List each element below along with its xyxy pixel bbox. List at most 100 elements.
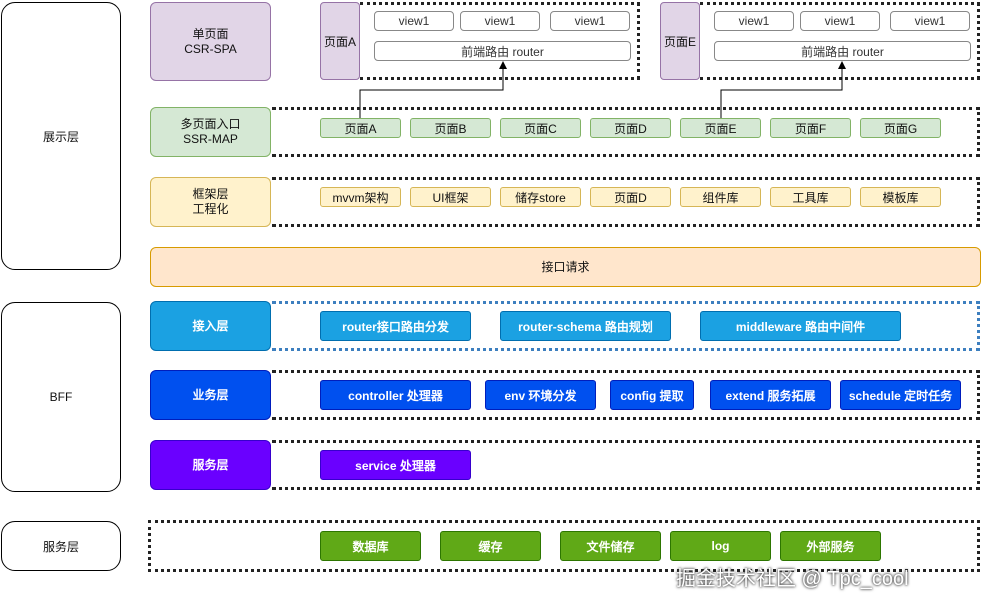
mpa-frame bbox=[272, 107, 980, 157]
access-chip: router接口路由分发 bbox=[320, 311, 471, 341]
framework-chip: 页面D bbox=[590, 187, 671, 207]
mpa-chip: 页面C bbox=[500, 118, 581, 138]
bottom-chip-label: 外部服务 bbox=[806, 539, 855, 554]
bottom-chip-label: log bbox=[711, 539, 730, 553]
business-chip: config 提取 bbox=[610, 380, 694, 410]
api-request-label: 接口请求 bbox=[541, 259, 590, 274]
service-chip-label: service 处理器 bbox=[355, 458, 436, 473]
watermark: 掘金技术社区 @ Tpc_cool bbox=[676, 562, 981, 592]
view-label: view1 bbox=[484, 14, 516, 28]
mpa-chip: 页面E bbox=[680, 118, 761, 138]
access-layer-title: 接入层 bbox=[192, 318, 229, 333]
business-chip-label: extend 服务拓展 bbox=[725, 388, 816, 403]
mpa-chip: 页面A bbox=[320, 118, 401, 138]
bottom-chip-label: 数据库 bbox=[352, 539, 389, 554]
spa-page-e-label: 页面E bbox=[663, 34, 696, 49]
business-frame bbox=[272, 370, 980, 420]
mpa-chip: 页面D bbox=[590, 118, 671, 138]
framework-chip-label: 储存store bbox=[515, 190, 566, 205]
spa-page-a-label: 页面A bbox=[323, 34, 356, 49]
service-chip: service 处理器 bbox=[320, 450, 471, 480]
bottom-frame bbox=[148, 520, 980, 572]
bottom-chip: 缓存 bbox=[440, 531, 541, 561]
view-label: view1 bbox=[914, 14, 946, 28]
access-chip-label: middleware 路由中间件 bbox=[735, 319, 866, 334]
mpa-chip-label: 页面B bbox=[434, 121, 467, 136]
business-layer-title: 业务层 bbox=[192, 387, 229, 402]
service-frame bbox=[272, 440, 980, 490]
framework-chip-label: 工具库 bbox=[792, 190, 829, 205]
view-label: view1 bbox=[574, 14, 606, 28]
mpa-chip-label: 页面E bbox=[704, 121, 737, 136]
mpa-chip-label: 页面G bbox=[883, 121, 918, 136]
service-layer-label: 服务层 bbox=[150, 440, 271, 490]
view-label: view1 bbox=[824, 14, 856, 28]
framework-chip: 组件库 bbox=[680, 187, 761, 207]
router-chip: 前端路由 router bbox=[374, 41, 631, 61]
bottom-chip-label: 文件储存 bbox=[586, 539, 635, 554]
view-label: view1 bbox=[738, 14, 770, 28]
mpa-chip: 页面G bbox=[860, 118, 941, 138]
bottom-chip: log bbox=[670, 531, 771, 561]
framework-frame bbox=[272, 177, 980, 227]
business-chip: schedule 定时任务 bbox=[840, 380, 961, 410]
view-label: view1 bbox=[398, 14, 430, 28]
framework-chip: mvvm架构 bbox=[320, 187, 401, 207]
display-layer-label: 展示层 bbox=[42, 129, 79, 144]
spa-page-a: 页面A bbox=[320, 2, 360, 80]
mpa-chip: 页面F bbox=[770, 118, 851, 138]
framework-chip: 工具库 bbox=[770, 187, 851, 207]
access-frame bbox=[272, 301, 980, 351]
mpa-subtitle: SSR-MAP bbox=[183, 132, 238, 146]
bottom-chip-label: 缓存 bbox=[478, 539, 503, 554]
framework-chip-label: mvvm架构 bbox=[332, 190, 389, 205]
framework-chip-label: 页面D bbox=[614, 190, 647, 205]
access-chip: router-schema 路由规划 bbox=[500, 311, 671, 341]
spa-title: 单页面 bbox=[192, 26, 229, 41]
business-chip-label: config 提取 bbox=[620, 388, 684, 403]
mpa-chip-label: 页面A bbox=[344, 121, 377, 136]
business-chip: extend 服务拓展 bbox=[710, 380, 831, 410]
business-chip-label: schedule 定时任务 bbox=[848, 388, 953, 403]
view-chip: view1 bbox=[460, 11, 540, 31]
router-chip: 前端路由 router bbox=[714, 41, 971, 61]
router-label: 前端路由 router bbox=[461, 44, 544, 59]
mpa-label: 多页面入口 SSR-MAP bbox=[150, 107, 271, 157]
mpa-title: 多页面入口 bbox=[180, 117, 241, 131]
display-layer-box: 展示层 bbox=[1, 2, 121, 270]
mpa-chip-label: 页面C bbox=[524, 121, 557, 136]
business-chip: env 环境分发 bbox=[485, 380, 596, 410]
framework-title: 框架层 bbox=[192, 187, 229, 201]
business-chip-label: env 环境分发 bbox=[504, 388, 577, 403]
framework-subtitle: 工程化 bbox=[192, 202, 229, 216]
view-chip: view1 bbox=[714, 11, 794, 31]
business-layer-label: 业务层 bbox=[150, 370, 271, 420]
service-layer-box: 服务层 bbox=[1, 521, 121, 571]
spa-subtitle: CSR-SPA bbox=[184, 41, 237, 56]
access-chip-label: router-schema 路由规划 bbox=[518, 319, 653, 334]
framework-chip-label: 组件库 bbox=[702, 190, 739, 205]
access-layer-label: 接入层 bbox=[150, 301, 271, 351]
framework-chip-label: UI框架 bbox=[432, 190, 469, 205]
framework-chip-label: 模板库 bbox=[882, 190, 919, 205]
framework-chip: 模板库 bbox=[860, 187, 941, 207]
view-chip: view1 bbox=[890, 11, 970, 31]
bottom-chip: 文件储存 bbox=[560, 531, 661, 561]
watermark-text: 掘金技术社区 @ Tpc_cool bbox=[676, 568, 909, 590]
view-chip: view1 bbox=[550, 11, 630, 31]
framework-chip: UI框架 bbox=[410, 187, 491, 207]
service-layer-title: 服务层 bbox=[192, 457, 229, 472]
mpa-chip-label: 页面F bbox=[794, 121, 827, 136]
view-chip: view1 bbox=[800, 11, 880, 31]
router-label: 前端路由 router bbox=[801, 44, 884, 59]
framework-chip: 储存store bbox=[500, 187, 581, 207]
framework-label: 框架层 工程化 bbox=[150, 177, 271, 227]
bff-layer-label: BFF bbox=[49, 390, 73, 404]
business-chip: controller 处理器 bbox=[320, 380, 471, 410]
service-layer-label: 服务层 bbox=[42, 539, 79, 554]
bottom-chip: 外部服务 bbox=[780, 531, 881, 561]
mpa-chip-label: 页面D bbox=[614, 121, 647, 136]
bff-layer-box: BFF bbox=[1, 302, 121, 492]
bottom-chip: 数据库 bbox=[320, 531, 421, 561]
business-chip-label: controller 处理器 bbox=[348, 388, 443, 403]
